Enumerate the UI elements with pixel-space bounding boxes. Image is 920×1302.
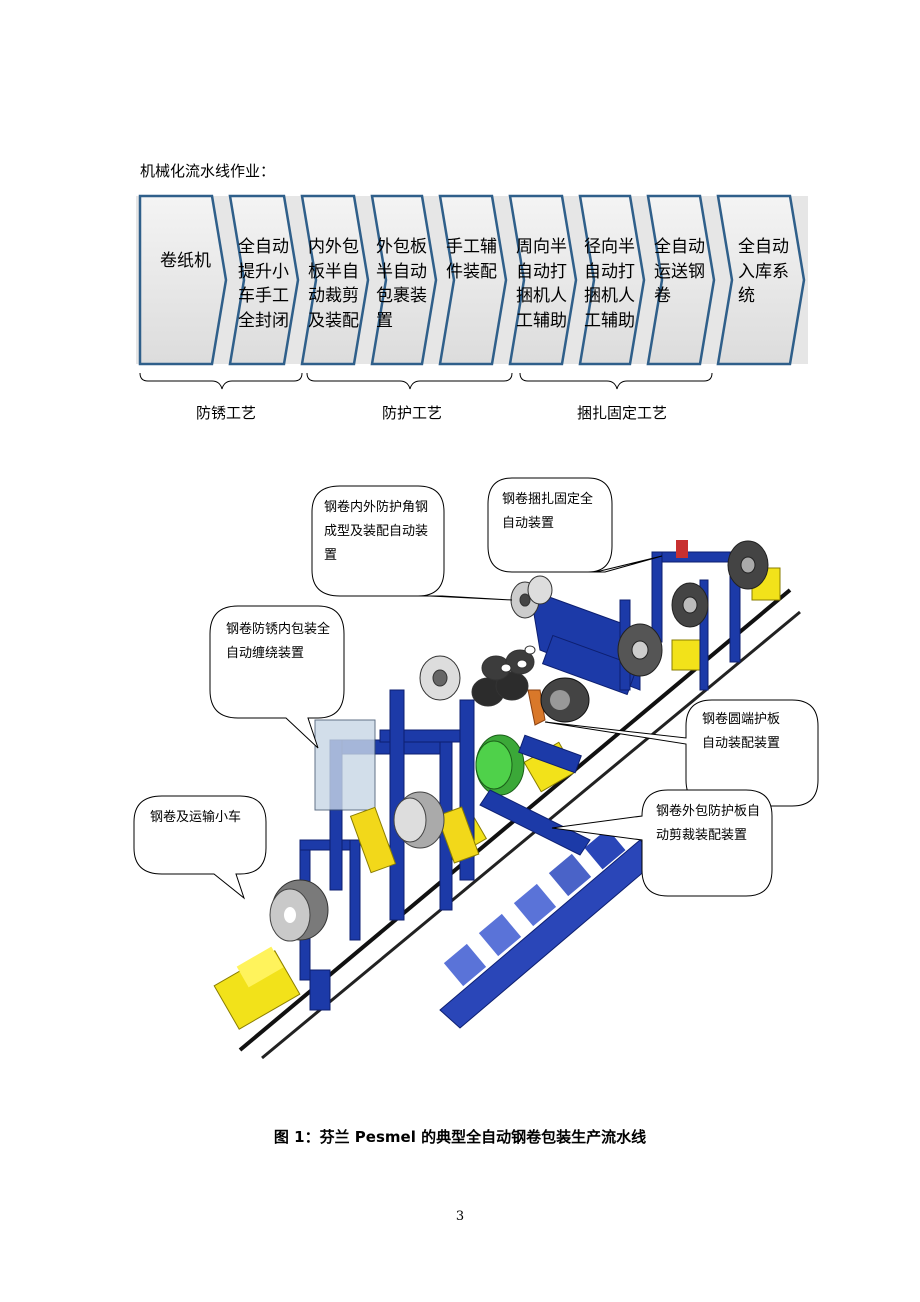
chevron-step-6 <box>508 194 578 366</box>
output-conveyor <box>439 828 661 1029</box>
group-label-protect: 防护工艺 <box>381 404 443 422</box>
yellow-rollers <box>349 806 480 874</box>
callout-inner-wrap <box>209 605 345 749</box>
step-label-8: 全自动运送钢卷 <box>654 237 705 306</box>
step-label-9: 全自动入库系统 <box>738 237 789 306</box>
callout-text-angle-steel: 钢卷内外防护角钢成型及装配自动装置 <box>324 500 429 563</box>
step-label-5: 手工辅件装配 <box>446 237 497 282</box>
callout-text-outer-plate: 钢卷外包防护板自动剪裁装配装置 <box>656 804 761 843</box>
steel-coil-end <box>540 677 590 723</box>
yellow-cart-front <box>213 946 301 1030</box>
chevron-step-8 <box>646 194 716 366</box>
brace-protect <box>306 372 513 390</box>
step-label-4: 外包板半自动包裹装置 <box>376 237 427 331</box>
callout-angle-steel <box>311 485 513 601</box>
step-label-1: 卷纸机 <box>160 251 211 271</box>
chevron-step-9 <box>716 194 806 366</box>
intro-text: 机械化流水线作业： <box>140 162 276 180</box>
callout-strapping <box>487 477 663 573</box>
step-label-3: 内外包板半自动裁剪及装配 <box>308 237 359 331</box>
red-strap-head <box>676 540 688 558</box>
chevron-step-4 <box>370 194 438 366</box>
steel-coil-front <box>269 879 329 942</box>
steel-coil-wrap <box>393 791 445 849</box>
callout-text-cart: 钢卷及运输小车 <box>150 810 242 825</box>
steel-coil-strap <box>617 540 769 677</box>
process-flow <box>136 194 808 390</box>
enclosure-frame <box>314 719 376 811</box>
callout-text-inner-wrap: 钢卷防锈内包装全自动缠绕装置 <box>226 622 331 661</box>
production-line-illustration <box>133 477 819 1060</box>
figure-caption: 图 1：芬兰 Pesmel 的典型全自动钢卷包装生产流水线 <box>273 1128 647 1146</box>
yellow-cart-right <box>671 639 703 671</box>
angle-steel-machine <box>529 589 641 696</box>
callout-cart <box>133 795 267 900</box>
steel-coil-upper <box>419 655 461 701</box>
chevron-step-5 <box>438 194 508 366</box>
page-number: 3 <box>455 1209 465 1224</box>
chevron-step-1 <box>138 194 228 366</box>
brace-strap <box>519 372 713 390</box>
brace-rust <box>139 372 303 390</box>
group-label-rust: 防锈工艺 <box>195 404 257 422</box>
step-label-2: 全自动提升小车手工全封闭 <box>238 237 289 331</box>
outer-plate-station <box>479 734 591 856</box>
callout-outer-plate <box>551 789 773 897</box>
step-label-6: 周向半自动打捆机人工辅助 <box>516 237 567 331</box>
chevron-step-3 <box>300 194 370 366</box>
group-label-strap: 捆扎固定工艺 <box>576 404 668 422</box>
steel-coil-top <box>510 575 553 619</box>
chevron-step-2 <box>228 194 300 366</box>
chevron-step-7 <box>578 194 646 366</box>
green-coil <box>475 734 525 796</box>
coil-stack <box>471 645 536 707</box>
callout-text-strapping: 钢卷捆扎固定全自动装置 <box>502 492 594 531</box>
callout-text-end-plate: 钢卷圆端护板自动装配装置 <box>702 712 781 751</box>
step-label-7: 径向半自动打捆机人工辅助 <box>584 237 635 331</box>
